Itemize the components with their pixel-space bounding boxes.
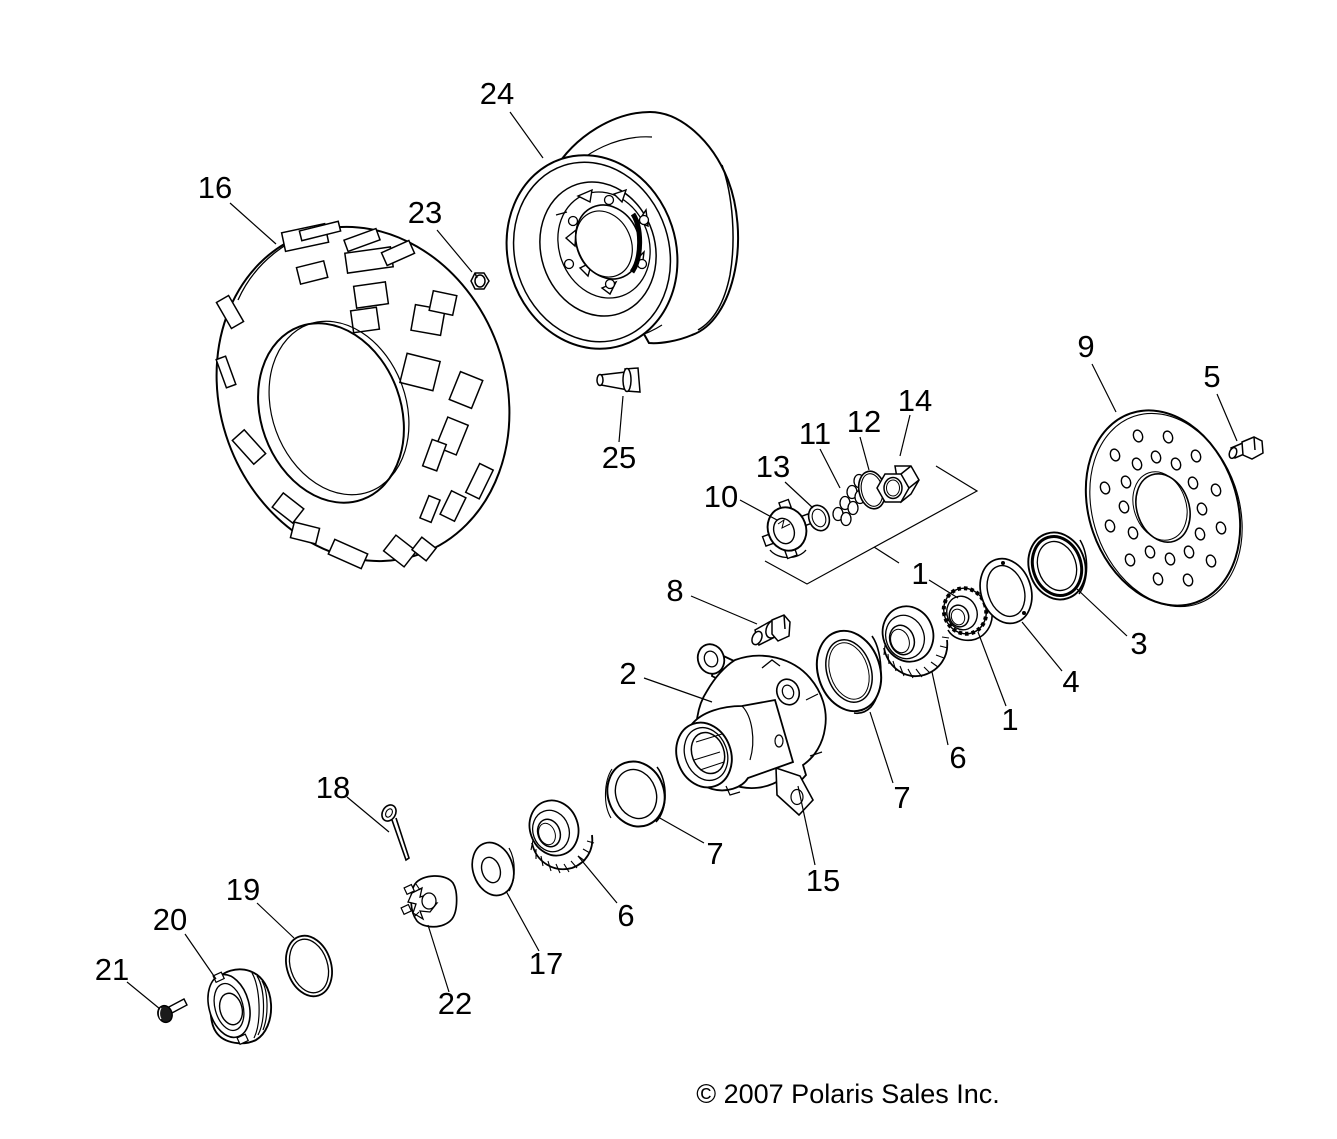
part-label-15: 15 [806,863,840,898]
leader-12 [859,436,870,471]
part-7-seal-left [604,760,666,828]
part-10-spline-adjuster [761,498,813,560]
leader-lines [126,111,1238,1010]
part-label-19: 19 [226,872,260,907]
copyright-notice: © 2007 Polaris Sales Inc. [696,1079,1000,1109]
part-label-7b: 7 [706,836,723,871]
leader-16 [229,202,277,245]
part-label-1b: 1 [1001,702,1018,737]
leader-14 [899,414,911,457]
part-label-1a: 1 [911,556,928,591]
part-16-tire [215,220,511,570]
part-label-20: 20 [153,902,187,937]
leader-21 [126,981,161,1010]
part-label-16: 16 [198,170,232,205]
leader-1b [977,631,1007,707]
part-label-7a: 7 [893,780,910,815]
part-8-bolt [751,614,791,647]
part-20-hub-cap [207,968,273,1046]
part-22-retainer [400,875,458,928]
leader-18 [346,796,390,833]
leader-7a [869,711,894,784]
part-label-4: 4 [1062,664,1079,699]
leader-20 [184,933,217,980]
leader-3 [1076,588,1128,637]
part-label-2: 2 [619,656,636,691]
part-21-screw [157,998,188,1024]
leader-10 [739,499,778,521]
leader-11 [819,448,841,489]
leader-5 [1216,393,1238,442]
part-label-9: 9 [1077,329,1094,364]
part-label-22: 22 [438,986,472,1021]
leader-22 [427,924,450,993]
part-17-washer [471,841,515,897]
part-25-bolt [596,367,641,393]
part-label-5: 5 [1203,359,1220,394]
part-7-seal-right [815,629,883,715]
leader-6b [577,855,618,904]
part-label-6b: 6 [617,898,634,933]
part-19-o-ring [285,934,333,998]
part-5-bolt [1228,436,1264,460]
leader-1a [928,579,959,599]
leader-23 [436,229,473,273]
part-label-21: 21 [95,952,129,987]
leader-7b [657,816,705,844]
part-labels: 16 24 23 25 9 5 10 13 11 12 14 1 3 4 8 2… [95,76,1221,1021]
part-label-12: 12 [847,404,881,439]
part-3-seal [1027,531,1088,601]
part-24-wheel-rim [505,110,740,350]
leader-24 [509,111,544,159]
part-label-18: 18 [316,770,350,805]
leader-6a [931,671,949,746]
leader-19 [256,902,295,939]
leader-25 [618,395,624,443]
leader-1a-bracket [873,546,900,564]
part-14-hex-nut [876,465,920,504]
part-2-hub-carrier [675,643,827,817]
part-label-13: 13 [756,449,790,484]
leader-9 [1091,363,1117,413]
part-label-11: 11 [799,416,831,451]
part-6-bearing-lower [528,799,595,874]
part-label-14: 14 [898,383,932,418]
leader-13 [784,481,814,509]
leader-4 [1021,621,1063,672]
part-13-ring [807,504,831,532]
part-label-23: 23 [408,195,442,230]
part-6-bearing-right [881,605,950,679]
part-label-8: 8 [666,573,683,608]
leader-17 [505,890,540,952]
part-9-brake-disc [1084,409,1243,608]
assembly-bracket-1 [764,465,979,585]
leader-2 [643,677,713,703]
part-label-17: 17 [529,946,563,981]
part-label-6a: 6 [949,740,966,775]
part-18-cotter-pin [381,804,410,862]
part-4-washer [979,557,1033,625]
part-23-lug-nut [470,272,490,290]
part-label-3: 3 [1130,626,1147,661]
part-label-25: 25 [602,440,636,475]
part-label-24: 24 [480,76,514,111]
part-label-10: 10 [704,479,738,514]
leader-8 [690,595,758,625]
leader-15 [797,785,816,866]
